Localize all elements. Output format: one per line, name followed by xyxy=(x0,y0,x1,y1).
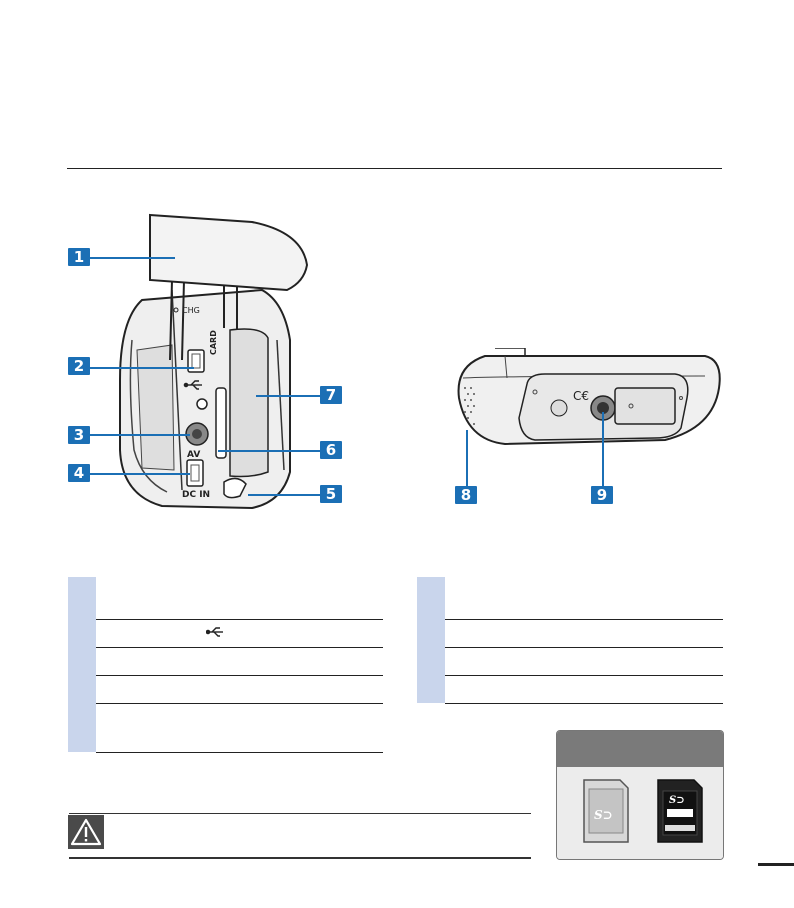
caution-top-rule xyxy=(69,813,531,814)
card-label: CARD xyxy=(209,330,218,355)
table-row xyxy=(96,675,383,704)
table-number-cell xyxy=(68,703,96,752)
leader-6 xyxy=(218,450,320,452)
page-number-rule xyxy=(758,863,794,866)
chg-label: CHG xyxy=(182,306,200,315)
callout-4: 4 xyxy=(68,464,90,482)
leader-4 xyxy=(90,473,190,475)
callout-1: 1 xyxy=(68,248,90,266)
table-row xyxy=(96,619,383,648)
compatible-cards-panel: S⊃ S⊃ xyxy=(556,730,724,860)
callout-6: 6 xyxy=(320,441,342,459)
leader-1 xyxy=(90,257,175,259)
leader-2 xyxy=(90,367,194,369)
compatible-cards-header xyxy=(557,731,723,767)
table-row xyxy=(96,703,383,753)
parts-table-left xyxy=(68,577,383,753)
leader-7 xyxy=(256,395,320,397)
callout-5: 5 xyxy=(320,485,342,503)
leader-8 xyxy=(466,430,468,486)
table-row xyxy=(445,647,723,676)
callout-2: 2 xyxy=(68,357,90,375)
leader-9 xyxy=(602,412,604,486)
header-rule xyxy=(67,168,722,169)
table-row xyxy=(445,577,723,620)
compatible-cards-body: S⊃ S⊃ xyxy=(557,767,723,859)
av-label: AV xyxy=(187,450,200,460)
table-number-cell xyxy=(68,577,96,619)
leader-5 xyxy=(248,494,320,496)
usb-icon xyxy=(183,380,202,390)
table-number-cell xyxy=(417,577,445,619)
table-number-cell xyxy=(417,647,445,675)
table-number-cell xyxy=(68,675,96,703)
warning-triangle-icon xyxy=(70,818,102,846)
callout-9: 9 xyxy=(591,486,613,504)
callout-8: 8 xyxy=(455,486,477,504)
parts-table-right xyxy=(417,577,723,704)
usb-icon xyxy=(205,626,223,637)
sdhc-card-icon: S⊃ xyxy=(657,779,703,843)
leader-3 xyxy=(90,434,190,436)
table-row xyxy=(445,675,723,704)
table-number-cell xyxy=(417,675,445,703)
caution-bottom-rule xyxy=(69,857,531,859)
table-row xyxy=(96,647,383,676)
sd-card-icon: S⊃ xyxy=(583,779,629,843)
svg-text:S⊃: S⊃ xyxy=(669,795,685,806)
table-number-cell xyxy=(417,619,445,647)
svg-text:C€: C€ xyxy=(573,389,589,403)
camcorder-side-illustration: CHG CARD AV DC IN xyxy=(119,213,309,510)
table-number-cell xyxy=(68,619,96,647)
table-row xyxy=(445,619,723,648)
callout-3: 3 xyxy=(68,426,90,444)
caution-box xyxy=(68,815,104,849)
table-number-cell xyxy=(68,647,96,675)
table-row xyxy=(96,577,383,620)
callout-7: 7 xyxy=(320,386,342,404)
dc-in-label: DC IN xyxy=(182,490,210,500)
camcorder-bottom-illustration: C€ xyxy=(457,348,721,446)
svg-text:S⊃: S⊃ xyxy=(594,808,613,822)
